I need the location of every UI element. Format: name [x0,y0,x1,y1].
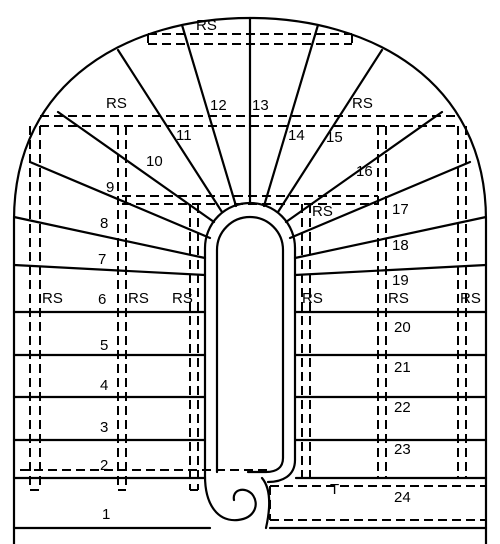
tread-number-24: 24 [394,489,411,506]
tread-number-20: 20 [394,319,411,336]
rs-label-left-2: RS [128,290,149,307]
tread-number-11: 11 [176,127,192,144]
right-winder-treads [262,23,488,277]
tread-number-22: 22 [394,399,411,416]
tread-number-18: 18 [392,237,409,254]
rs-label-upper-left: RS [106,95,127,112]
tread-number-15: 15 [326,129,343,146]
tread-number-16: 16 [356,163,373,180]
newel-scroll [203,474,257,522]
rs-labels: RS RS RS RS RS RS RS RS RS RS [42,17,481,307]
tread-number-23: 23 [394,441,411,458]
tread-number-12: 12 [210,97,227,114]
rs-label-left-3: RS [172,290,193,307]
t-label: T [330,481,339,498]
tread-number-7: 7 [98,251,106,268]
rs-label-top: RS [196,17,217,34]
tread-number-8: 8 [100,215,108,232]
tread-number-14: 14 [288,127,305,144]
tread-number-1: 1 [102,506,110,523]
right-straight-treads [294,310,488,480]
tread-number-10: 10 [146,153,163,170]
tread-number-3: 3 [100,419,108,436]
rs-label-right-2: RS [388,290,409,307]
rs-label-inner-right: RS [312,203,333,220]
left-straight-treads [12,310,207,480]
rs-label-right-3: RS [460,290,481,307]
tread-number-6: 6 [98,291,106,308]
rs-label-upper-right: RS [352,95,373,112]
dashed-framing [20,33,486,521]
newel-scroll-tail [260,476,271,530]
left-winder-treads [12,23,238,277]
tread-number-4: 4 [100,377,108,394]
tread-number-13: 13 [252,97,269,114]
tread-number-17: 17 [392,201,409,218]
tread-numbers: 1 2 3 4 5 6 7 8 9 10 11 12 13 14 15 16 1… [98,97,411,523]
tread-number-19: 19 [392,272,409,289]
tread-number-21: 21 [394,359,411,376]
tread-number-9: 9 [106,179,114,196]
tread-number-5: 5 [100,337,108,354]
well-hole-inner [215,215,285,474]
rs-label-right-1: RS [302,290,323,307]
tread-number-2: 2 [100,457,108,474]
well-hole-outer [203,201,297,484]
rs-label-left-1: RS [42,290,63,307]
